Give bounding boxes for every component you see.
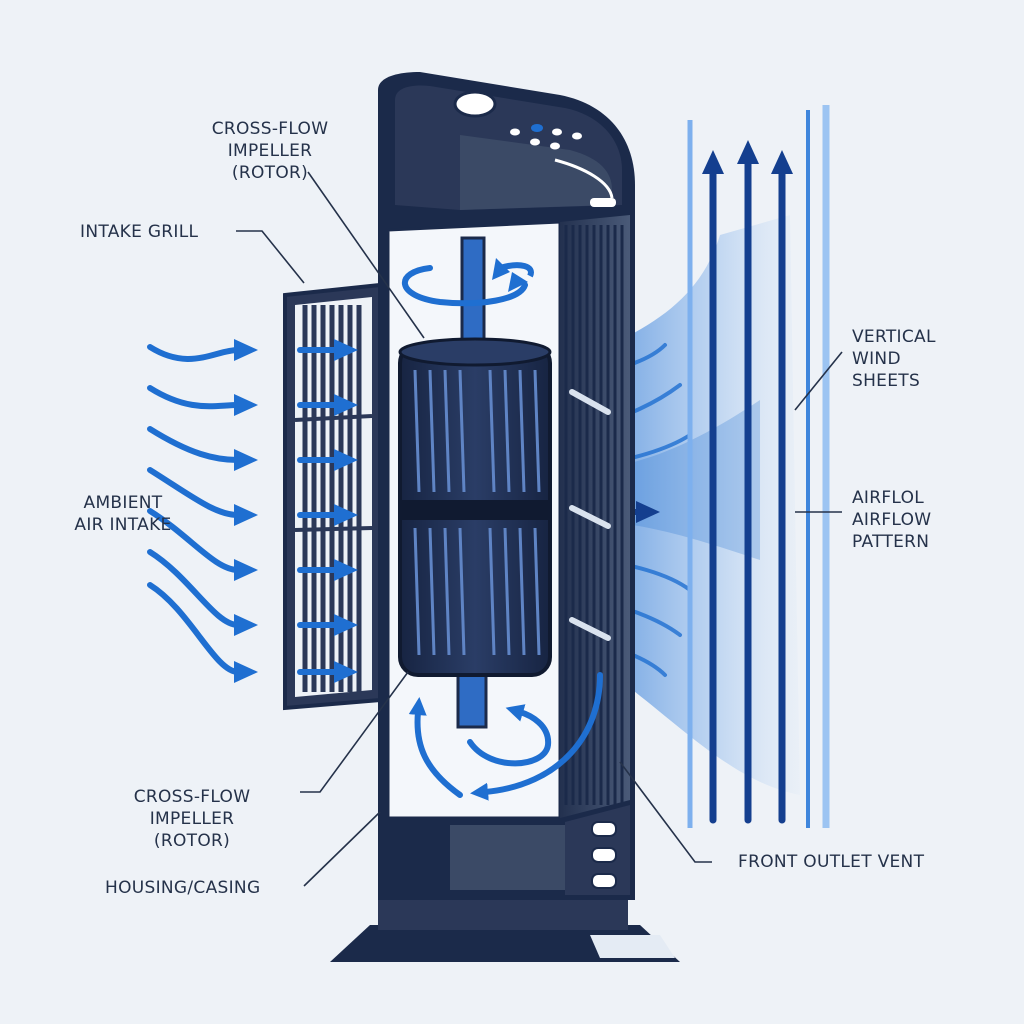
rotor-blade bbox=[443, 527, 451, 656]
rotor-blade bbox=[518, 369, 526, 493]
intake-grill bbox=[283, 282, 382, 711]
rotor-blade bbox=[488, 369, 496, 493]
intake-arrow-outer bbox=[147, 426, 258, 471]
label-intake-grill: INTAKE GRILL bbox=[80, 222, 199, 242]
label-housing-casing: HOUSING/CASING bbox=[105, 878, 261, 898]
vertical-wind-sheets bbox=[687, 105, 830, 828]
rotor-blade bbox=[518, 527, 526, 656]
intake-arrow-outer bbox=[147, 339, 258, 362]
intake-arrow-outer bbox=[147, 467, 258, 526]
intake-arrow-outer bbox=[147, 549, 258, 636]
rotor-blade bbox=[458, 527, 466, 656]
label-vertical-wind-sheets: VERTICAL WIND SHEETS bbox=[852, 327, 936, 391]
label-impeller-top: CROSS-FLOW IMPELLER (ROTOR) bbox=[211, 119, 329, 183]
label-airflow-pattern: AIRFLOL AIRFLOW PATTERN bbox=[852, 488, 932, 552]
rotor-blade bbox=[503, 369, 511, 493]
rotor-blade bbox=[533, 527, 541, 656]
control-dial-icon bbox=[453, 90, 497, 118]
label-impeller-bottom: CROSS-FLOW IMPELLER (ROTOR) bbox=[133, 787, 251, 851]
intake-arrow-outer bbox=[147, 582, 258, 683]
rotor-blade bbox=[428, 369, 436, 493]
rotor-blade bbox=[533, 369, 541, 493]
rotor-blade bbox=[413, 527, 421, 656]
rotor-blade bbox=[428, 527, 436, 656]
rotation-arrow-icon bbox=[401, 258, 534, 307]
ambient-air-intake-arrows bbox=[147, 339, 358, 683]
intake-arrow-outer bbox=[147, 508, 258, 581]
rotor-blade bbox=[413, 369, 421, 493]
label-ambient-air-intake: AMBIENT AIR INTAKE bbox=[74, 493, 172, 535]
rotor-blade bbox=[488, 527, 496, 656]
label-front-outlet-vent: FRONT OUTLET VENT bbox=[738, 852, 925, 872]
rotor-blade bbox=[443, 369, 451, 493]
rotor-blade bbox=[458, 369, 466, 493]
intake-arrow-outer bbox=[147, 385, 258, 417]
cross-flow-impeller bbox=[398, 236, 552, 729]
rotor-blade bbox=[503, 527, 511, 656]
